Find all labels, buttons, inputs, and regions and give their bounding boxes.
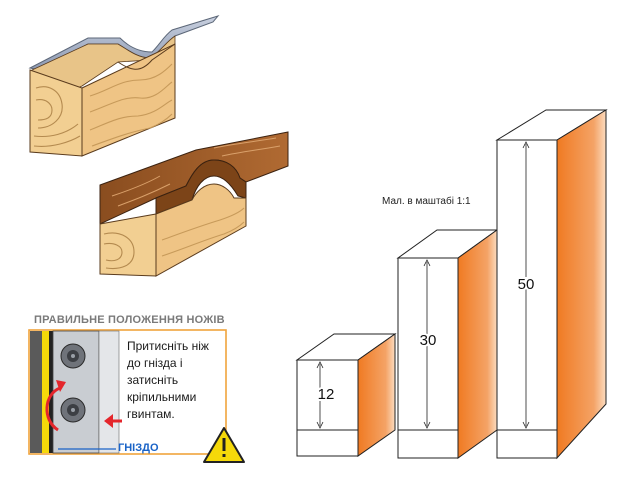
instruction-text: Притисніть ніж до гнізда і затисніть крі… bbox=[127, 338, 225, 423]
screw-icon bbox=[60, 343, 86, 369]
wood-block-profiled bbox=[99, 131, 289, 277]
block-12 bbox=[295, 333, 397, 457]
block-12-label: 12 bbox=[318, 386, 335, 403]
slot-label: ГНІЗДО bbox=[118, 442, 159, 454]
wood-block-with-template bbox=[28, 15, 220, 157]
block-50 bbox=[495, 109, 608, 460]
panel-title: ПРАВИЛЬНЕ ПОЛОЖЕННЯ НОЖІВ bbox=[34, 314, 225, 326]
instruction-line: затисніть bbox=[127, 373, 179, 387]
rotate-arrow-icon bbox=[45, 380, 66, 432]
instruction-line: кріпильними bbox=[127, 390, 197, 404]
instruction-line: Притисніть ніж bbox=[127, 339, 209, 353]
instruction-line: до гнізда і bbox=[127, 356, 183, 370]
scale-diagram: 12 30 50 bbox=[295, 109, 608, 460]
block-50-label: 50 bbox=[518, 276, 535, 293]
block-30 bbox=[396, 229, 499, 459]
press-arrow-icon bbox=[104, 414, 122, 428]
warning-icon bbox=[203, 427, 245, 463]
screw-icon bbox=[60, 397, 86, 423]
block-30-label: 30 bbox=[420, 332, 437, 349]
scale-note: Мал. в маштабі 1:1 bbox=[382, 196, 471, 207]
instruction-line: гвинтам. bbox=[127, 407, 175, 421]
instruction-panel bbox=[28, 329, 245, 463]
